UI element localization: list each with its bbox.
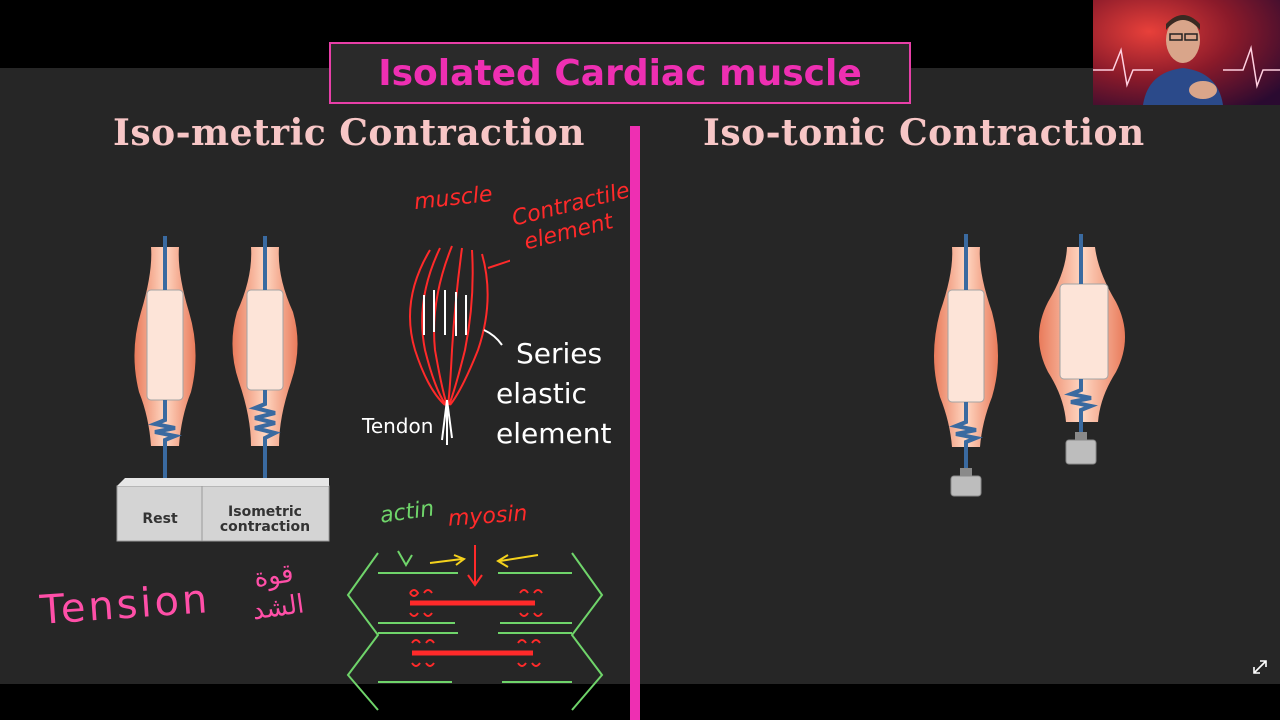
rest-label: Rest [142,510,178,527]
isometric-heading: Iso-metric Contraction [113,112,585,154]
muscle-sketch [400,240,513,450]
expand-icon[interactable] [1250,658,1270,678]
series-elastic-element-annotation: Series elastic element [496,337,612,450]
isometric-contraction-label: Isometric contraction [219,504,311,535]
pink-divider [630,126,640,720]
isotonic-heading: Iso-tonic Contraction [703,112,1145,154]
isometric-muscle-figure [115,232,335,544]
tendon-annotation: Tendon [362,414,434,438]
arabic-tension-annotation: قوة الشد [250,558,307,627]
slide-title-box: Isolated Cardiac muscle [329,42,911,104]
isotonic-muscle-figure [920,232,1140,502]
bottom-letterbox [0,684,1280,720]
sarcomere-sketch [340,545,610,715]
slide-title: Isolated Cardiac muscle [378,52,862,94]
presenter-webcam [1093,0,1280,105]
